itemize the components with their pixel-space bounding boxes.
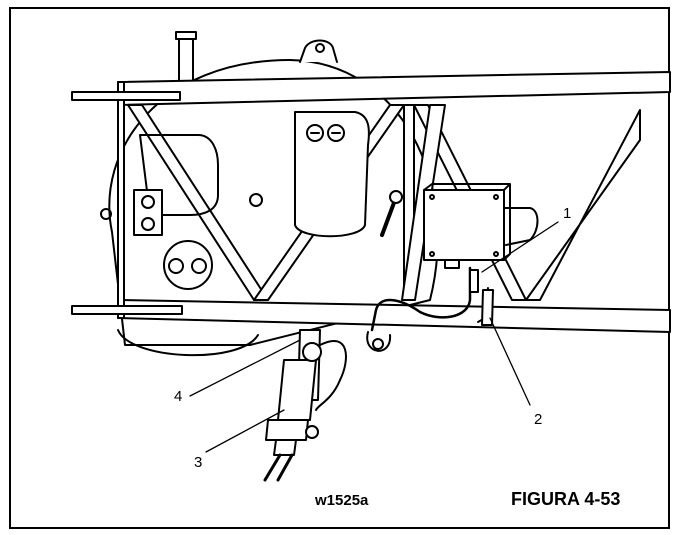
figure-caption: FIGURA 4-53 [511,489,621,509]
connector-cable [263,453,294,482]
figure-frame [9,7,670,529]
top-post [178,37,194,84]
plate-lower-arc [117,329,259,357]
two-hole-plate [133,189,163,236]
bolt-bracket [294,111,370,238]
hanging-connector [265,329,322,456]
drawing-code: w1525a [315,492,369,509]
callout-3: 3 [194,454,203,471]
angled-pin [380,198,397,237]
plate-window [139,134,219,216]
callout-4: 4 [174,388,183,405]
limit-switch [481,289,494,326]
lower-flange [71,305,183,315]
lower-bolt-boss [163,240,213,290]
callout-2: 2 [534,411,543,428]
cable [370,266,472,332]
leader-lines [189,221,559,453]
control-box [423,183,539,269]
side-cable [315,339,347,411]
callout-1: 1 [563,205,572,222]
sensor-switch [469,269,479,293]
upper-flange [71,91,181,101]
boom-end-plate [117,81,125,319]
